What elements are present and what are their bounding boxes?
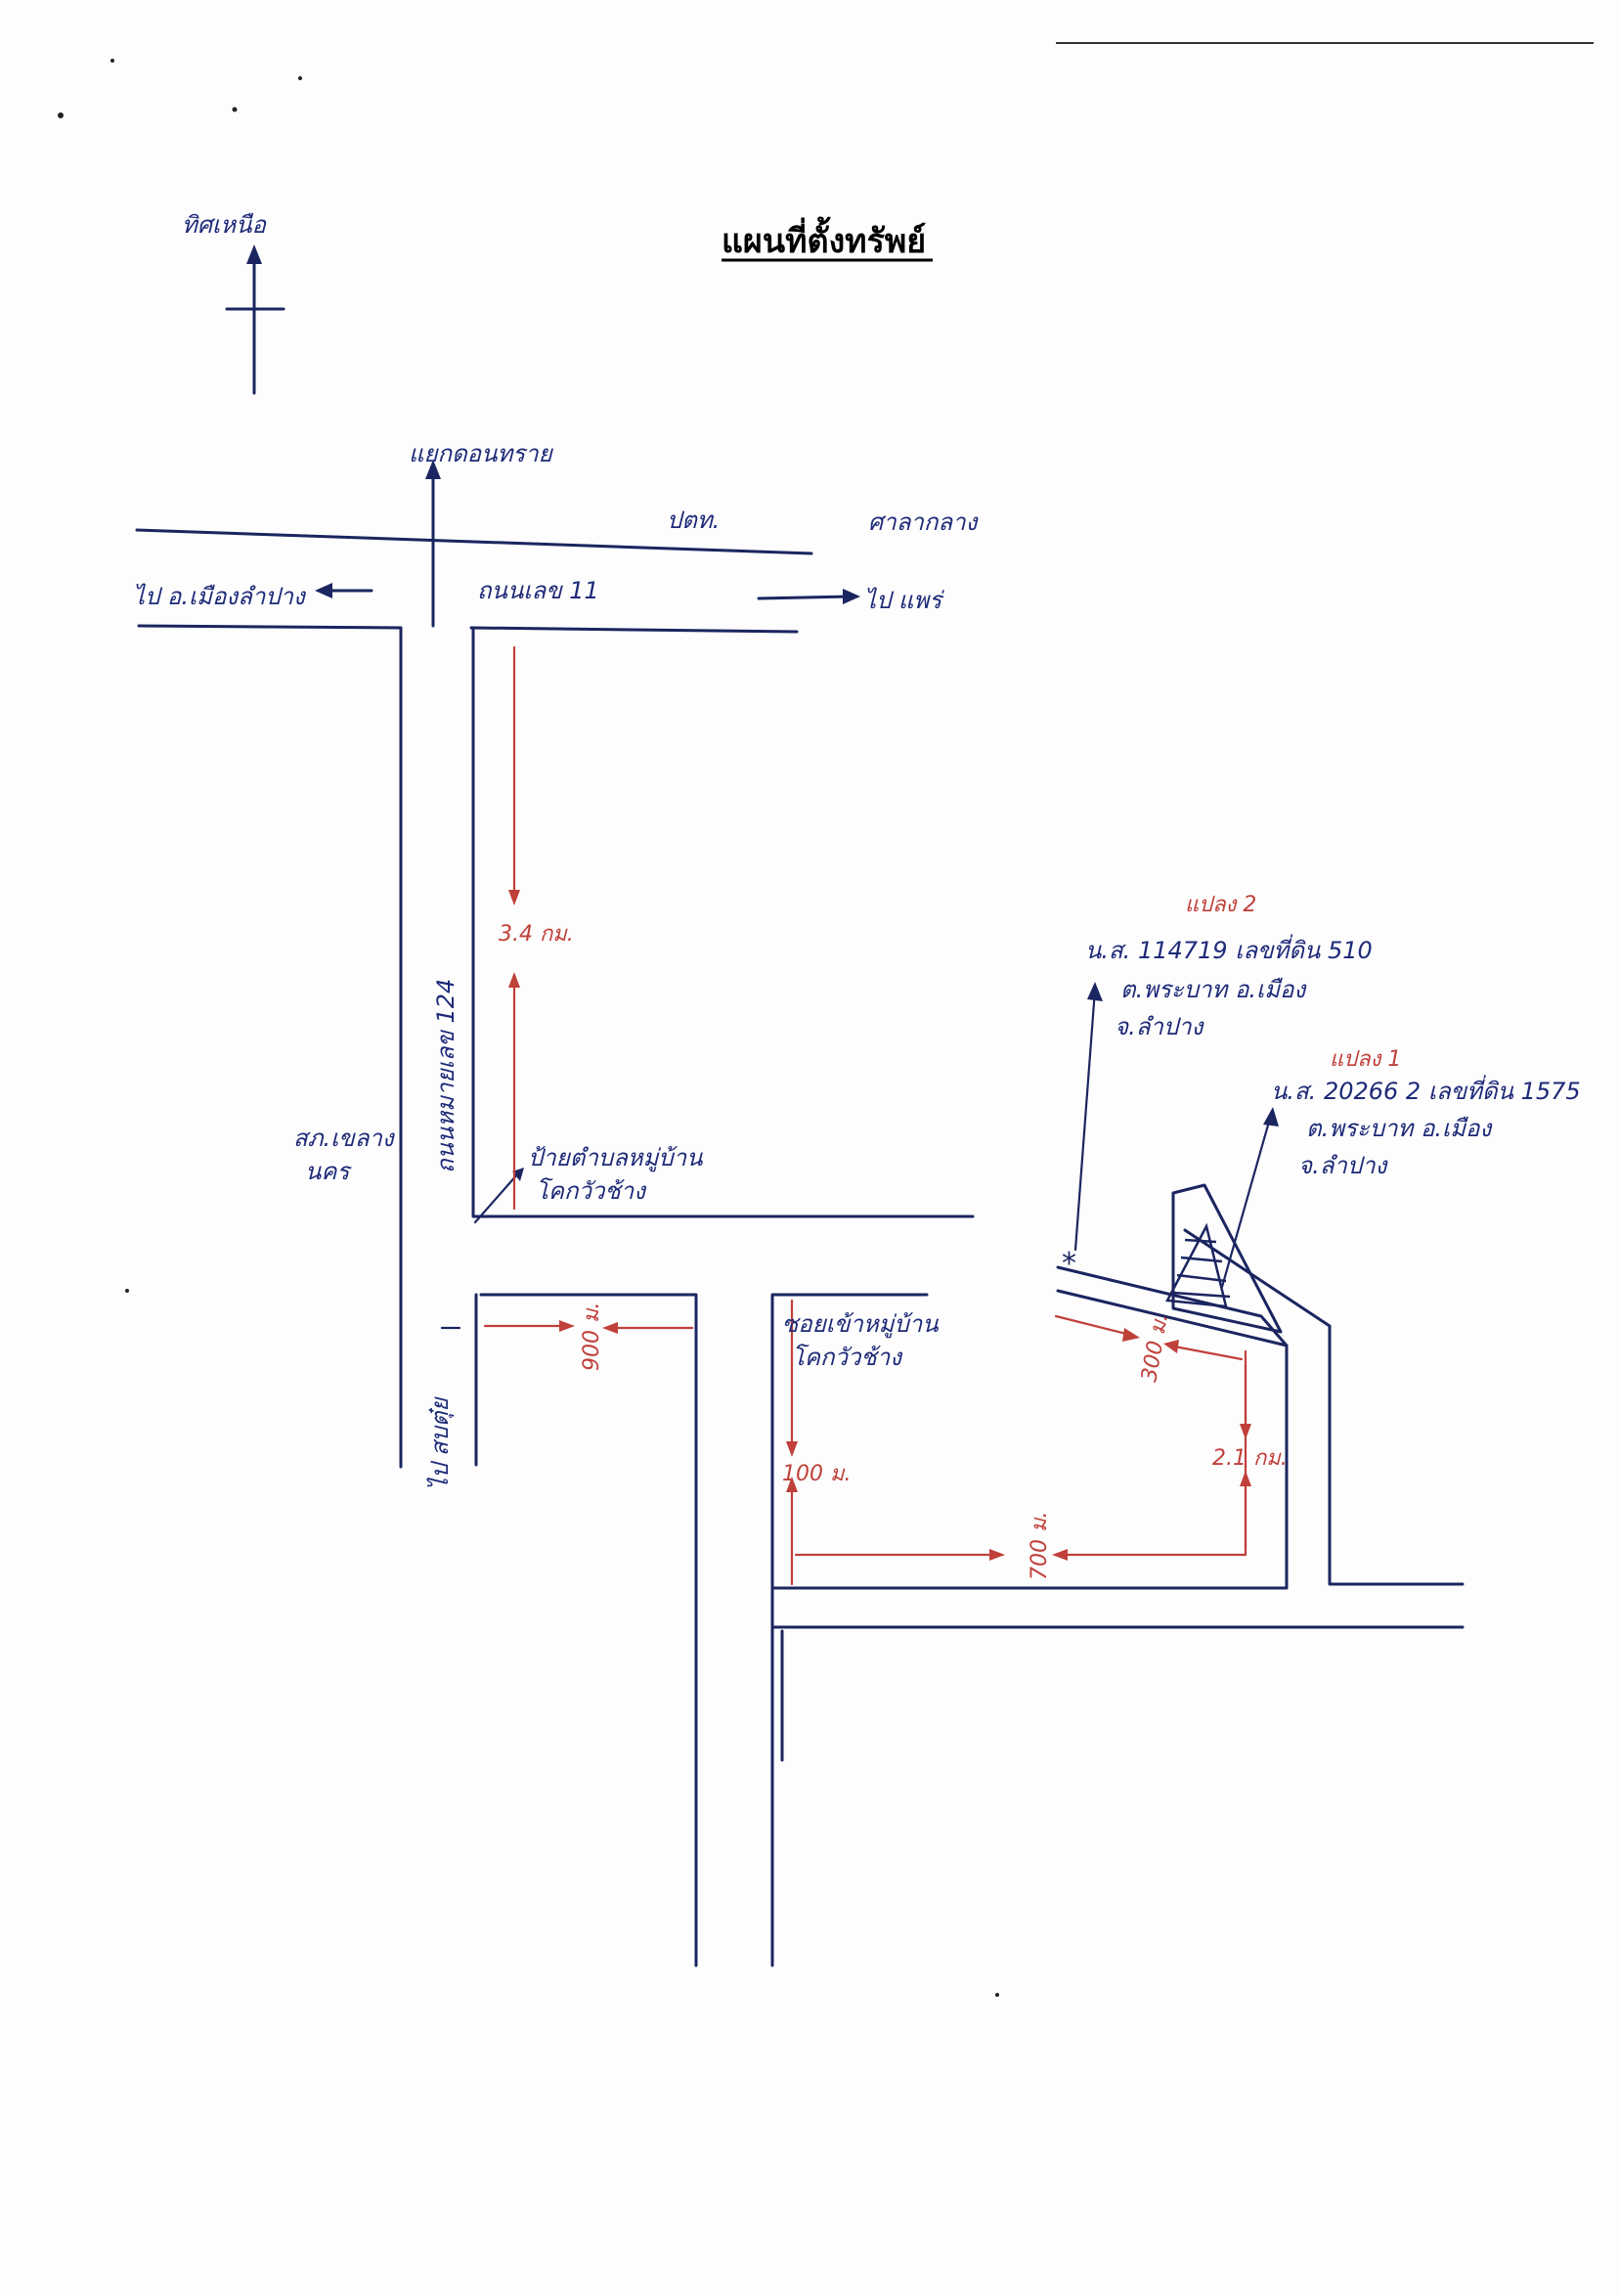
label-dist-2-1km: 2.1 กม.	[1212, 1446, 1288, 1471]
plot2-pointer-icon	[1073, 982, 1103, 1252]
soi-block-a	[479, 1293, 698, 1967]
measure-21km	[1240, 1363, 1251, 1551]
road124-east-edge-and-junction	[471, 626, 975, 1218]
label-top-right: ศาลากลาง	[868, 508, 980, 536]
label-top-mid: ปตท.	[667, 507, 720, 534]
measure-900m	[483, 1320, 694, 1334]
measure-100m	[786, 1299, 798, 1586]
map-title: แผนที่ตั้งทรัพย์	[722, 216, 926, 261]
label-left-destination: ไป อ.เมืองลำปาง	[133, 583, 307, 610]
plot2-province: จ.ลำปาง	[1115, 1013, 1205, 1040]
label-road-124: ถนนหมายเลข 124	[432, 979, 459, 1173]
measure-700m	[794, 1349, 1247, 1561]
scan-specks	[58, 59, 999, 1997]
plot2-heading: แปลง 2	[1185, 893, 1256, 917]
north-arrow-icon	[225, 244, 285, 395]
label-down-destination: ไป สบตุ๋ย	[426, 1396, 455, 1490]
east-road-edge	[1183, 1228, 1465, 1586]
hwy11-top-edge	[135, 528, 813, 555]
plot1-subdistrict: ต.พระบาท อ.เมือง	[1306, 1115, 1493, 1142]
label-up-road: แยกดอนทราย	[409, 440, 554, 467]
plot2-subdistrict: ต.พระบาท อ.เมือง	[1120, 976, 1307, 1003]
label-right-destination: ไป แพร่	[864, 587, 944, 614]
label-dist-700m: 700 ม.	[1028, 1512, 1052, 1580]
plot1-province: จ.ลำปาง	[1298, 1152, 1389, 1179]
location-star-icon: *	[1062, 1247, 1076, 1281]
label-village-sign-2: โคกวัวช้าง	[536, 1177, 647, 1205]
measure-300m	[1054, 1314, 1244, 1361]
label-dist-300m: 300 ม.	[1137, 1311, 1173, 1384]
label-soi-2: โคกวัวช้าง	[792, 1344, 903, 1371]
hwy11-bottom-edge-left	[137, 624, 403, 630]
hwy11-bottom-edge-right	[469, 626, 799, 634]
north-label: ทิศเหนือ	[182, 211, 267, 239]
label-dist-100m: 100 ม.	[782, 1462, 851, 1486]
label-left-note-1: สภ.เขลาง	[293, 1125, 396, 1152]
measure-34km	[508, 645, 520, 1211]
plot1-deed-line: น.ส. 20266 2 เลขที่ดิน 1575	[1271, 1075, 1581, 1105]
arrow-right-icon	[757, 589, 860, 604]
soi-lane-loop	[770, 1289, 1289, 1590]
label-dist-900m: 900 ม.	[580, 1303, 604, 1371]
up-arrow-icon	[425, 460, 441, 628]
soi-block-b-west	[770, 1293, 929, 1967]
soi-lane-top	[1056, 1265, 1289, 1347]
plot-parcel	[1165, 1183, 1283, 1334]
arrow-left-icon	[315, 583, 373, 598]
village-sign-pointer-icon	[473, 1168, 524, 1224]
label-highway-11: ถนนเลข 11	[477, 577, 599, 604]
label-village-sign-1: ป้ายตำบลหมู่บ้าน	[528, 1144, 703, 1172]
label-soi: ซอยเข้าหมู่บ้าน	[782, 1310, 939, 1339]
label-dist-3-4km: 3.4 กม.	[499, 922, 574, 947]
plot2-deed-line: น.ส. 114719 เลขที่ดิน 510	[1085, 934, 1373, 964]
plot1-heading: แปลง 1	[1330, 1047, 1401, 1072]
label-left-note-2: นคร	[305, 1158, 352, 1185]
plot1-pointer-icon	[1220, 1107, 1279, 1289]
